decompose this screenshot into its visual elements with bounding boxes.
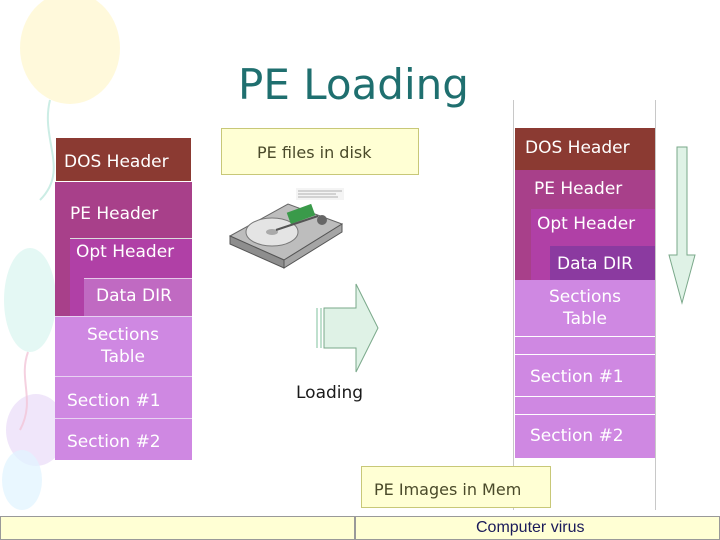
- disk-sections-table-label: Sections Table: [86, 325, 160, 367]
- memory-divider-4: [515, 414, 655, 415]
- memory-divider-2: [515, 354, 655, 355]
- memory-dos-header: DOS Header: [515, 128, 655, 170]
- footer-text: Computer virus: [476, 519, 585, 536]
- loading-arrow-icon: [316, 283, 379, 373]
- disk-note-label: PE files in disk: [257, 143, 372, 162]
- memory-opt-header-label: Opt Header: [537, 214, 636, 234]
- memory-pe-header-label: PE Header: [534, 179, 623, 199]
- memory-left-boundary: [513, 100, 514, 510]
- disk-opt-header-label: Opt Header: [76, 242, 175, 262]
- memory-direction-arrow-icon: [668, 146, 696, 305]
- memory-note-label: PE Images in Mem: [374, 480, 522, 499]
- page-title: PE Loading: [238, 60, 469, 109]
- disk-divider-2: [55, 418, 192, 419]
- disk-divider-1: [55, 376, 192, 377]
- memory-divider-1: [515, 336, 655, 337]
- disk-dos-header-label: DOS Header: [64, 152, 169, 172]
- memory-divider-3: [515, 396, 655, 397]
- memory-data-dir-label: Data DIR: [557, 254, 633, 274]
- footer-left-bar: [0, 516, 355, 540]
- disk-dos-header: DOS Header: [55, 137, 192, 182]
- disk-data-dir-label: Data DIR: [96, 286, 172, 306]
- memory-sections-table-label: Sections Table: [548, 287, 622, 329]
- memory-right-boundary: [655, 100, 656, 510]
- memory-sections-table-block: [515, 280, 655, 336]
- disk-note-box: PE files in disk: [221, 128, 419, 175]
- disk-section2-label: Section #2: [67, 432, 161, 452]
- memory-section2-label: Section #2: [530, 426, 624, 446]
- disk-pe-header-label: PE Header: [70, 204, 159, 224]
- memory-section1-label: Section #1: [530, 367, 624, 387]
- disk-section1-label: Section #1: [67, 391, 161, 411]
- footer-right-bar: Computer virus: [355, 516, 720, 540]
- disk-sections-block: [55, 316, 192, 460]
- memory-note-box: PE Images in Mem: [361, 466, 551, 508]
- memory-dos-header-label: DOS Header: [525, 138, 630, 158]
- disk-sections-border: [55, 316, 192, 460]
- hard-disk-icon: [228, 188, 344, 269]
- loading-label: Loading: [296, 383, 364, 403]
